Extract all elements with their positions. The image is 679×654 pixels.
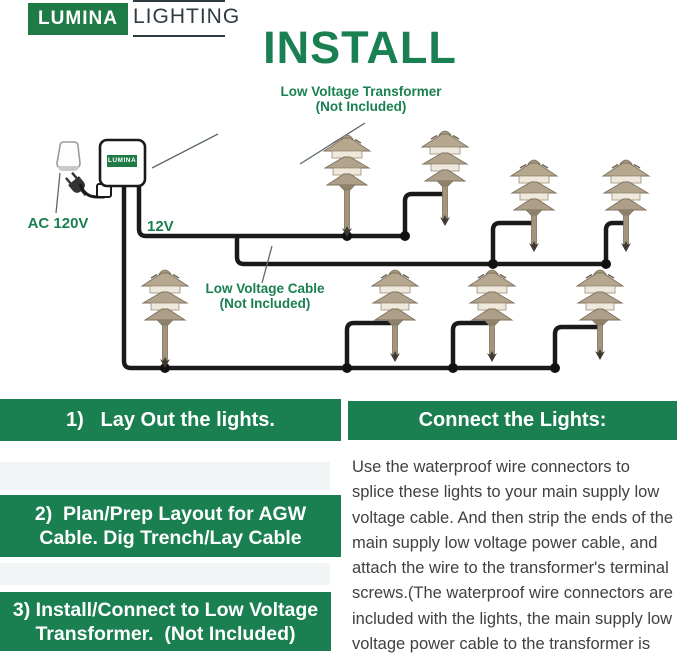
junction-dot: [601, 259, 611, 269]
paragraph-line: voltage power cable to the transformer i…: [352, 635, 651, 654]
cable-elbow-light3: [490, 220, 535, 267]
cable-label-line2: (Not Included): [219, 296, 311, 311]
pagoda-light-icon: [510, 159, 558, 252]
pagoda-light-icon: [468, 269, 516, 362]
brand-logo: LUMINA: [28, 3, 128, 35]
connect-lights-paragraph: Use the waterproof wire connectors to sp…: [352, 455, 678, 654]
low-voltage-cables: [121, 182, 629, 371]
pagoda-light-icon: [602, 159, 650, 252]
cable-elbow-light2: [402, 191, 447, 239]
leader-ac-label: [55, 172, 61, 214]
step-1-text: 1) Lay Out the lights.: [66, 409, 275, 431]
paragraph-line: screws.(The waterproof wire connectors a…: [352, 584, 673, 603]
paragraph-line: voltage cable. And then strip the ends o…: [352, 508, 674, 527]
pagoda-light-icon: [421, 130, 469, 226]
junction-dot: [550, 363, 560, 373]
paragraph-line: main supply low voltage power cable, and: [352, 533, 658, 552]
junction-dot: [342, 363, 352, 373]
pagoda-light-icon: [323, 134, 371, 237]
step-2-text-line2: Cable. Dig Trench/Lay Cable: [39, 527, 302, 549]
cable-12v-run: [136, 182, 408, 239]
outlet-adapter-icon: [56, 141, 81, 171]
separator-band: [0, 563, 330, 585]
paragraph-line: splice these lights to your main supply …: [352, 483, 660, 502]
junction-dot: [448, 363, 458, 373]
junction-dot: [160, 363, 170, 373]
ac-voltage-label: AC 120V: [27, 215, 89, 232]
junction-dot: [488, 259, 498, 269]
connect-lights-header: Connect the Lights:: [348, 401, 677, 440]
dc-voltage-label: 12V: [147, 218, 174, 235]
pagoda-lights: [141, 130, 650, 368]
cable-bottom-run: [121, 182, 558, 371]
step-banner-3: 3) Install/Connect to Low Voltage Transf…: [0, 592, 331, 651]
transformer-brand-label: LUMINA: [107, 155, 137, 167]
step-3-text-line1: 3) Install/Connect to Low Voltage: [12, 599, 319, 621]
cable-mid-run: [234, 235, 609, 267]
pagoda-light-icon: [141, 269, 189, 368]
paragraph-line: Use the waterproof wire connectors to: [352, 458, 630, 476]
paragraph-line: attach the wire to the transformer's ter…: [352, 559, 669, 578]
paragraph-line: included with the lights, the main suppl…: [352, 609, 673, 628]
step-banner-1: 1) Lay Out the lights.: [0, 399, 341, 441]
pagoda-light-icon: [371, 269, 419, 362]
separator-band: [0, 462, 330, 490]
page-title: INSTALL: [263, 22, 457, 73]
connect-lights-header-text: Connect the Lights:: [418, 409, 607, 431]
leader-lines: [55, 122, 366, 284]
junction-dot: [400, 231, 410, 241]
cable-elbow-light7: [450, 320, 494, 371]
leader-transformer-label-b: [151, 133, 219, 169]
leader-cable-label: [261, 245, 273, 284]
step-3-text-line2: Transformer. (Not Included): [35, 623, 296, 645]
brand-logo-word: LIGHTING: [133, 0, 239, 37]
cable-elbow-light6: [344, 320, 397, 371]
pagoda-light-icon: [576, 269, 624, 360]
step-banner-2: 2) Plan/Prep Layout for AGW Cable. Dig T…: [0, 495, 341, 557]
step-2-text-line1: 2) Plan/Prep Layout for AGW: [34, 503, 307, 525]
cable-label-line1: Low Voltage Cable: [205, 281, 325, 296]
cable-junction-dots: [160, 231, 611, 373]
cable-elbow-light4: [603, 220, 629, 267]
transformer-label-line2: (Not Included): [315, 99, 407, 114]
cable-elbow-light8: [552, 324, 602, 371]
transformer-label-line1: Low Voltage Transformer: [280, 84, 442, 99]
leader-transformer-label-a: [299, 122, 366, 165]
